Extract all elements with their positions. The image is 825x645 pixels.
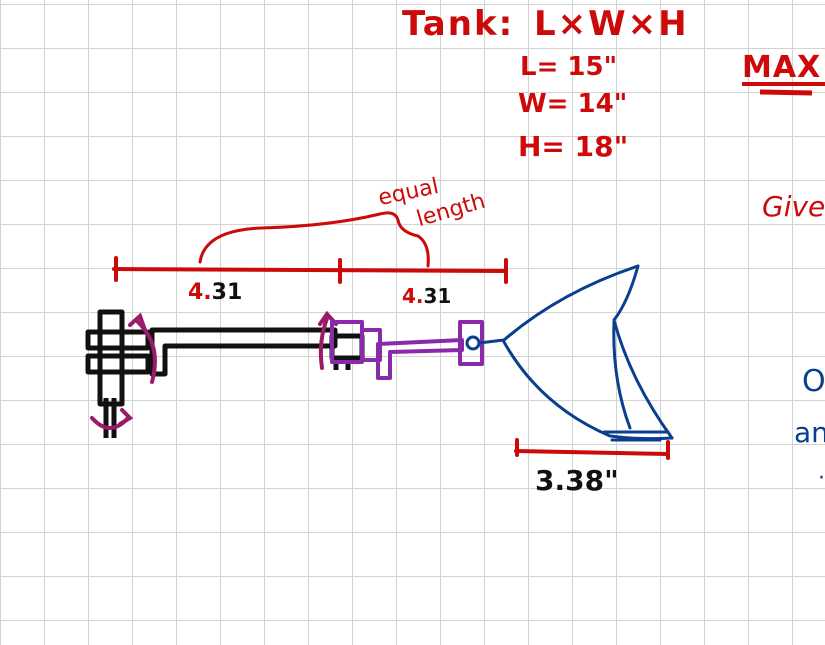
segment-first-prefix: 4. [188,280,212,305]
tank-title: Tank: [402,4,515,44]
cut-off-text-o: O [802,364,825,399]
max-label: MAX [742,50,822,85]
fin-length: 3.38" [535,464,619,497]
cut-off-text-an: an [794,416,825,449]
segment-first-suffix: 31 [211,280,243,305]
segment-second-suffix: 31 [423,284,452,308]
segment-second-prefix: 4. [402,284,424,308]
tank-formula: L×W×H [534,4,689,44]
tank-length: L= 15" [520,52,618,82]
segment-length-second: 4.31 [402,284,451,308]
purple-arm-segment [330,320,484,380]
tank-width: W= 14" [518,89,628,119]
dimension-line-fin [514,438,670,460]
given-label: Give [762,190,825,223]
rotation-arrow-shoulder [90,312,157,430]
max-underline-second [759,89,813,96]
dimension-line-segments [112,256,508,284]
cut-off-text-dot: · [818,466,825,491]
blue-fin [465,264,674,442]
equal-length-brace [198,211,430,268]
tank-height: H= 18" [518,130,629,163]
segment-length-first: 4.31 [188,280,242,305]
